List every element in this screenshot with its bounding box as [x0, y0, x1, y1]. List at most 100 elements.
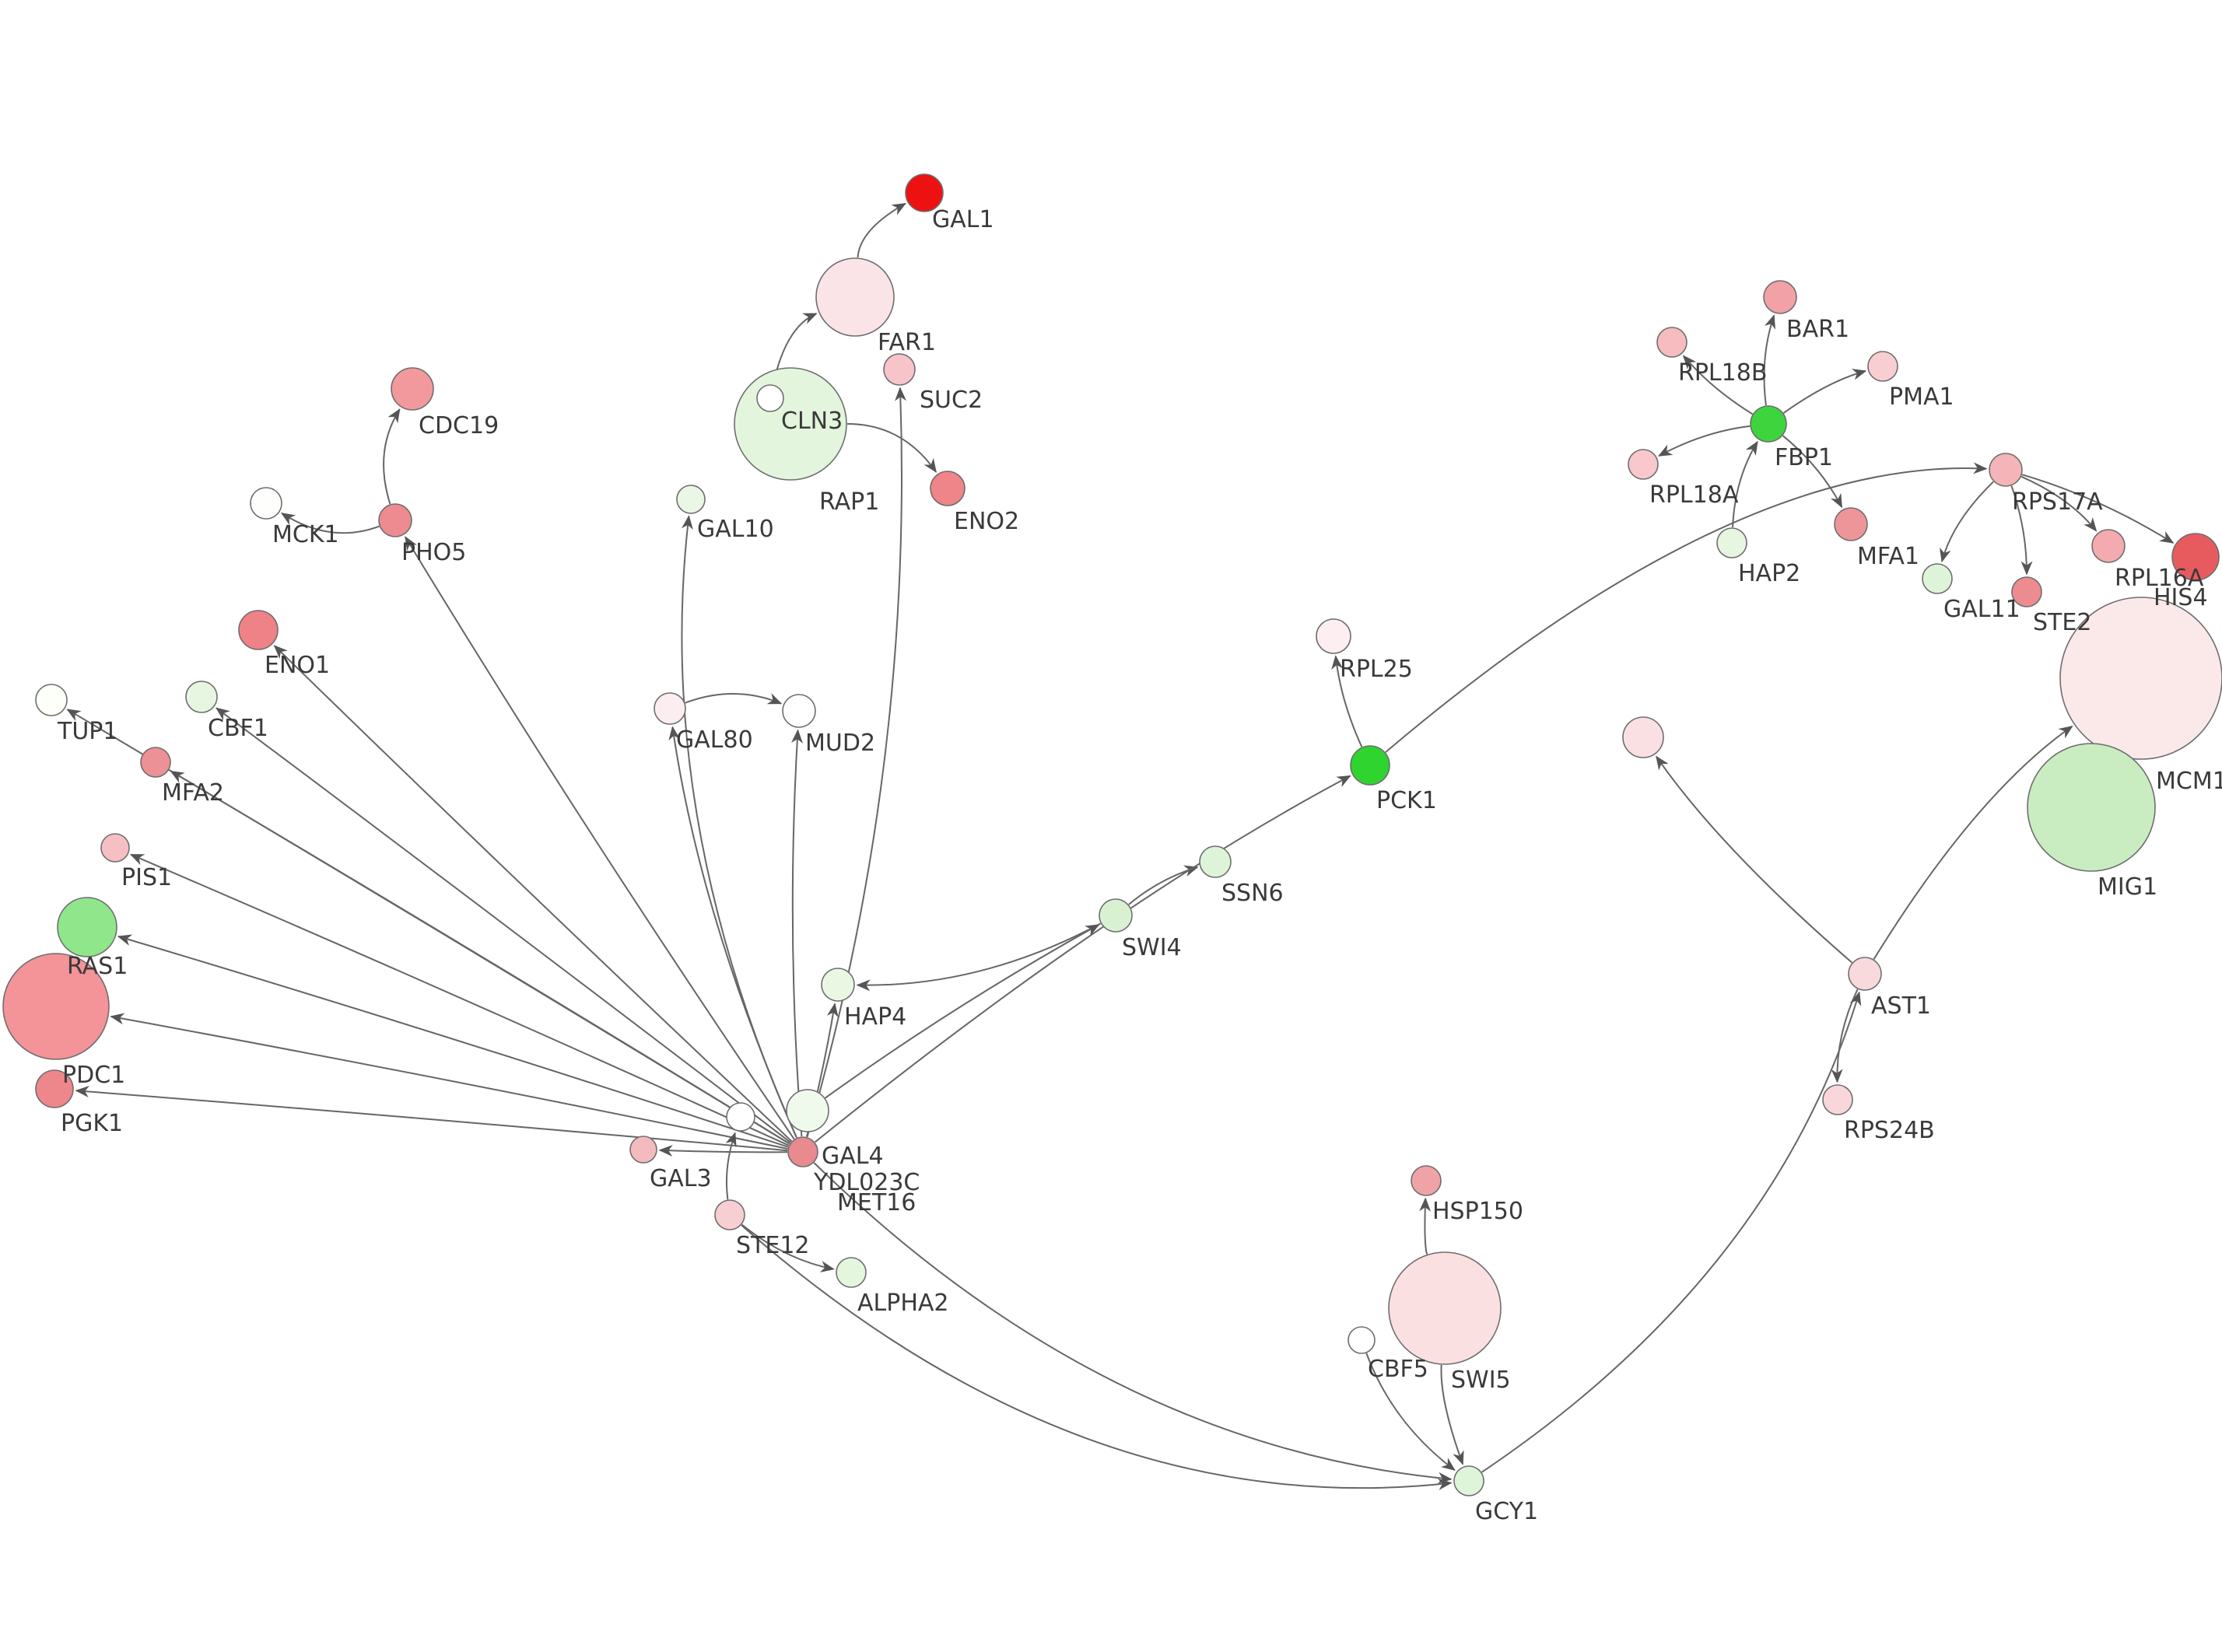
node-mig1[interactable] — [2027, 743, 2156, 872]
edge-gal4-gal3[interactable] — [658, 1144, 788, 1157]
node-hsp150[interactable] — [1411, 1165, 1442, 1196]
node-gcy1[interactable] — [1453, 1465, 1484, 1496]
node-pgk1[interactable] — [35, 1069, 74, 1108]
edge-rps17a-rpl16a[interactable] — [2020, 475, 2098, 532]
node-rps24b[interactable] — [1822, 1084, 1853, 1115]
node-cbf1[interactable] — [185, 681, 218, 713]
edge-rps17a-ste2[interactable] — [2010, 485, 2033, 576]
node-swi5[interactable] — [1388, 1251, 1502, 1365]
edge-far1-gal1[interactable] — [857, 202, 906, 258]
node-bar1[interactable] — [1763, 280, 1797, 314]
edge-pck1-rpl25[interactable] — [1331, 655, 1363, 747]
edge-ast1-node_a[interactable] — [1656, 755, 1853, 964]
node-met16[interactable] — [726, 1102, 755, 1132]
node-tup1[interactable] — [35, 684, 68, 716]
edge-gal4-cbf1[interactable] — [215, 707, 791, 1143]
edge-swi4-ssn6[interactable] — [1128, 865, 1199, 905]
node-hap2[interactable] — [1716, 527, 1747, 558]
node-rpl25[interactable] — [1316, 618, 1351, 654]
node-alpha2[interactable] — [836, 1257, 867, 1288]
node-ast1[interactable] — [1848, 957, 1882, 991]
node-pho5[interactable] — [378, 503, 412, 537]
edge-pho5-cdc19[interactable] — [383, 408, 401, 505]
edge-gal4-gcy1[interactable] — [813, 1162, 1453, 1484]
edge-gal4-pho5[interactable] — [405, 536, 795, 1140]
node-rap1[interactable] — [734, 367, 847, 481]
node-mck1[interactable] — [250, 487, 282, 520]
edge-swi5-gcy1[interactable] — [1440, 1364, 1464, 1465]
edge-gal4-suc2[interactable] — [806, 387, 907, 1138]
edge-gal80-mud2[interactable] — [685, 693, 783, 705]
edge-gal4-mud2[interactable] — [791, 729, 804, 1137]
node-gal10[interactable] — [676, 485, 706, 514]
edge-gal4-pis1[interactable] — [129, 853, 790, 1146]
edge-ast1-rps24b[interactable] — [1831, 989, 1859, 1083]
edge-cbf5-gcy1[interactable] — [1365, 1353, 1456, 1472]
edge-gal4-mfa2[interactable] — [170, 770, 790, 1145]
edge-gal4-pdc1[interactable] — [110, 1013, 788, 1150]
edge-fbp1-pma1[interactable] — [1782, 369, 1867, 414]
edge-rps17a-his4[interactable] — [2021, 474, 2175, 544]
node-mcm1[interactable] — [2059, 597, 2222, 760]
edge-fbp1-bar1[interactable] — [1763, 314, 1776, 406]
node-pma1[interactable] — [1867, 351, 1898, 382]
node-gal1[interactable] — [905, 173, 944, 212]
node-label-rps24b: RPS24B — [1844, 1117, 1935, 1144]
node-ssn6[interactable] — [1199, 845, 1232, 878]
node-ste12[interactable] — [714, 1199, 745, 1230]
edge-fbp1-rpl18a[interactable] — [1657, 425, 1751, 457]
node-cbf5[interactable] — [1348, 1326, 1376, 1354]
edge-swi5-hsp150[interactable] — [1419, 1197, 1432, 1255]
node-rpl18a[interactable] — [1628, 449, 1659, 480]
node-ydl023c[interactable] — [786, 1089, 829, 1132]
edge-rap1-eno2[interactable] — [846, 423, 937, 473]
edge-pck1-rps17a[interactable] — [1385, 462, 1988, 753]
edge-gal4-gal10[interactable] — [681, 515, 797, 1139]
node-rpl18b[interactable] — [1656, 327, 1688, 358]
node-ste2[interactable] — [2011, 576, 2042, 607]
node-ras1[interactable] — [57, 897, 117, 957]
node-fbp1[interactable] — [1750, 405, 1787, 443]
node-gal4[interactable] — [787, 1136, 818, 1167]
edge-gal4-eno1[interactable] — [273, 645, 793, 1143]
edge-gal4-pck1[interactable] — [814, 775, 1351, 1143]
node-gal80[interactable] — [654, 692, 686, 725]
edge-fbp1-mfa1[interactable] — [1782, 435, 1843, 509]
edge-ste12-gcy1[interactable] — [741, 1224, 1453, 1490]
node-mfa1[interactable] — [1834, 507, 1868, 541]
edge-gal4-ras1[interactable] — [117, 934, 789, 1148]
node-rps17a[interactable] — [1989, 453, 2023, 487]
edge-rps17a-gal11[interactable] — [1940, 481, 1994, 563]
edge-ste12-met16[interactable] — [725, 1132, 737, 1200]
edge-gal4-gal80[interactable] — [668, 726, 797, 1139]
edge-fbp1-rpl18b[interactable] — [1682, 355, 1754, 415]
node-eno2[interactable] — [930, 471, 966, 506]
node-gal3[interactable] — [629, 1136, 657, 1164]
node-rpl16a[interactable] — [2091, 529, 2126, 563]
node-mud2[interactable] — [782, 694, 816, 728]
node-eno1[interactable] — [238, 610, 279, 650]
edge-pho5-mck1[interactable] — [280, 513, 380, 534]
edge-ast1-mcm1[interactable] — [1873, 725, 2073, 960]
node-far1[interactable] — [815, 257, 895, 337]
node-pis1[interactable] — [100, 833, 130, 863]
edge-ste12-alpha2[interactable] — [741, 1223, 835, 1272]
node-swi4[interactable] — [1099, 898, 1133, 933]
node-cdc19[interactable] — [391, 367, 434, 411]
node-label-mud2: MUD2 — [805, 730, 875, 757]
node-unlabeled[interactable] — [1622, 716, 1664, 758]
edge-gcy1-ast1[interactable] — [1481, 991, 1862, 1473]
edge-hap2-fbp1[interactable] — [1732, 440, 1758, 528]
node-cln3[interactable] — [756, 384, 784, 412]
node-gal11[interactable] — [1922, 563, 1953, 594]
node-pck1[interactable] — [1350, 745, 1390, 786]
edge-ydl023c-swi4[interactable] — [825, 924, 1100, 1099]
node-suc2[interactable] — [883, 353, 916, 386]
node-pdc1[interactable] — [2, 953, 110, 1060]
edge-gal4-pgk1[interactable] — [75, 1086, 788, 1152]
edge-swi4-hap4[interactable] — [856, 922, 1102, 992]
node-hap4[interactable] — [821, 968, 855, 1002]
node-mfa2[interactable] — [140, 747, 171, 778]
node-his4[interactable] — [2171, 533, 2220, 581]
